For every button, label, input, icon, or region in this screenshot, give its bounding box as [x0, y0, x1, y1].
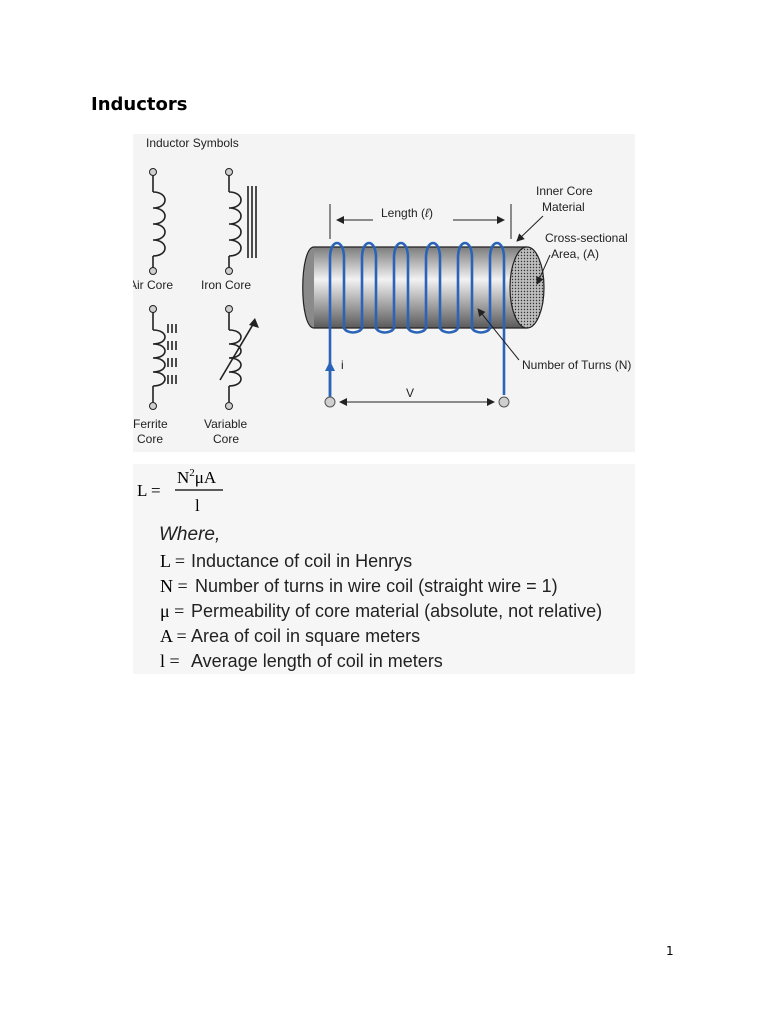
cross-section-label-2: Area, (A) [551, 247, 599, 261]
symbols-title: Inductor Symbols [146, 136, 239, 150]
page-title: Inductors [91, 94, 188, 115]
formula-denominator: l [195, 496, 200, 515]
length-close: ) [429, 206, 433, 220]
def-sym-4: l = [160, 651, 180, 671]
def-text-4: Average length of coil in meters [191, 651, 443, 671]
inner-core-pointer [516, 215, 544, 242]
inner-core-label-2: Material [542, 200, 585, 214]
length-label: Length ( [381, 206, 425, 220]
def-text-1: Number of turns in wire coil (straight w… [195, 576, 558, 596]
def-text-0: Inductance of coil in Henrys [191, 551, 412, 571]
cross-section-label-1: Cross-sectional [545, 231, 628, 245]
def-sym-1: N = [160, 576, 188, 596]
terminal-left [324, 396, 336, 408]
ferrite-core-label-1: Ferrite [133, 417, 168, 431]
inner-core-label-1: Inner Core [536, 184, 593, 198]
def-text-2: Permeability of core material (absolute,… [191, 601, 602, 621]
length-symbol: ℓ [425, 206, 430, 220]
where-heading: Where, [159, 524, 220, 545]
def-sym-0: L = [160, 551, 185, 571]
air-core-label: Air Core [133, 278, 173, 292]
ferrite-core-label-2: Core [137, 432, 163, 446]
current-label: i [341, 358, 344, 372]
def-sym-3: A = [160, 626, 187, 646]
turns-pointer [477, 308, 520, 361]
def-sym-2: μ = [160, 601, 184, 621]
cross-section-pointer [536, 254, 551, 285]
voltage-label: V [406, 386, 414, 400]
page-number: 1 [666, 944, 674, 958]
iron-core-label: Iron Core [201, 278, 251, 292]
formula-numerator: N2μA [177, 467, 217, 487]
cross-section-face [509, 246, 545, 329]
turns-label: Number of Turns (N) [522, 358, 631, 372]
ferrite-core-symbol [149, 305, 177, 410]
svg-text:Length (ℓ): Length (ℓ) [381, 206, 433, 220]
core-cylinder [302, 246, 527, 329]
formula-numerator-rest: μA [195, 468, 217, 487]
coil-winding [325, 241, 506, 398]
variable-core-label-2: Core [213, 432, 239, 446]
terminal-right [498, 396, 510, 408]
formula-numerator-exp: 2 [189, 467, 195, 479]
definitions-list: L = Inductance of coil in Henrys N = Num… [160, 551, 602, 671]
inductor-figure: Inductor Symbols Air Core Iron Core Ferr… [133, 134, 635, 674]
variable-core-label-1: Variable [204, 417, 247, 431]
variable-core-symbol [219, 305, 259, 410]
iron-core-symbol [225, 168, 257, 275]
inductor-diagram: Inductor Symbols Air Core Iron Core Ferr… [133, 134, 635, 674]
formula-background [133, 464, 635, 674]
air-core-symbol [149, 168, 166, 275]
formula-lhs: L = [137, 481, 161, 500]
def-text-3: Area of coil in square meters [191, 626, 420, 646]
formula-numerator-n: N [177, 468, 189, 487]
